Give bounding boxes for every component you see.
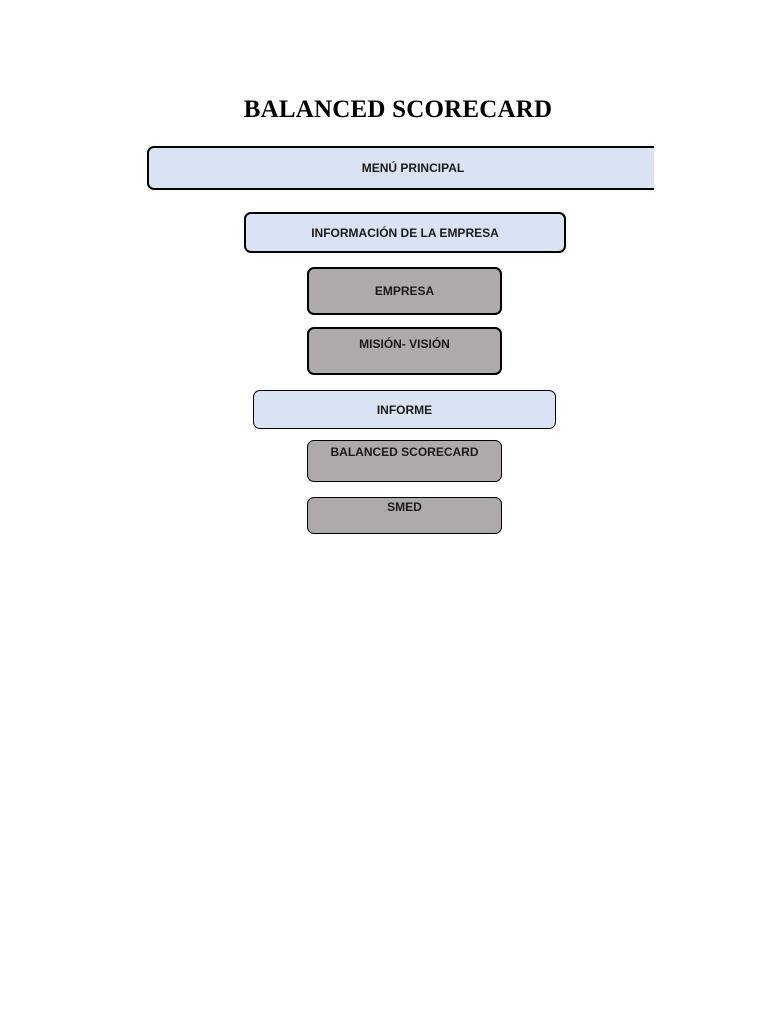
- main-menu-button[interactable]: MENÚ PRINCIPAL: [147, 146, 677, 190]
- section-company-info-button[interactable]: INFORMACIÓN DE LA EMPRESA: [244, 212, 566, 253]
- mission-vision-button[interactable]: MISIÓN- VISIÓN: [307, 327, 502, 375]
- company-button-label: EMPRESA: [374, 284, 435, 298]
- section-company-info-label: INFORMACIÓN DE LA EMPRESA: [311, 225, 499, 240]
- company-button[interactable]: EMPRESA: [307, 267, 502, 315]
- smed-button[interactable]: SMED: [307, 497, 502, 534]
- balanced-scorecard-button[interactable]: BALANCED SCORECARD: [307, 440, 502, 482]
- section-report-label: INFORME: [376, 402, 433, 417]
- balanced-scorecard-button-label: BALANCED SCORECARD: [330, 445, 479, 459]
- page-title: BALANCED SCORECARD: [243, 96, 553, 123]
- mission-vision-button-label: MISIÓN- VISIÓN: [359, 337, 450, 351]
- section-report-button[interactable]: INFORME: [253, 390, 556, 429]
- main-menu-label: MENÚ PRINCIPAL: [361, 161, 465, 175]
- page-edge-mask: [654, 140, 768, 200]
- smed-button-label: SMED: [387, 500, 422, 514]
